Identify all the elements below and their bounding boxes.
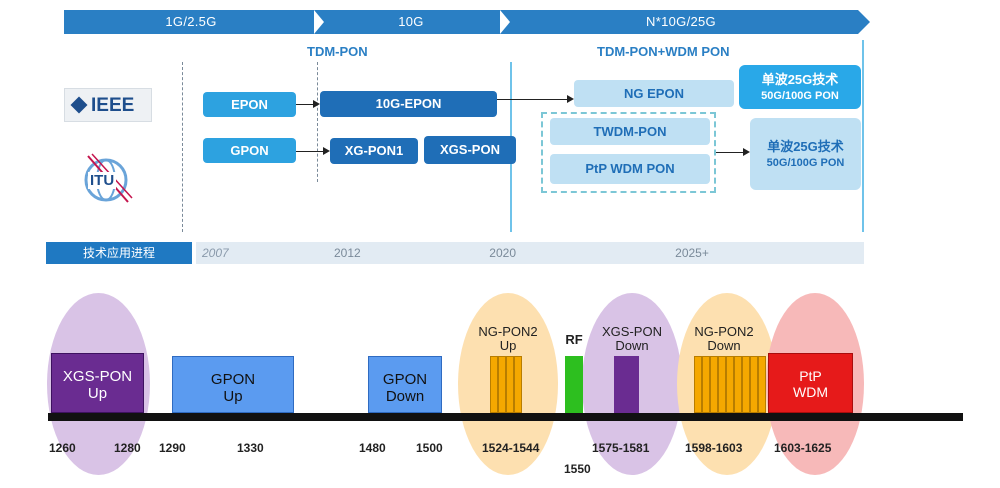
ngpon2-up-label: NG-PON2 Up — [466, 325, 550, 353]
25g-tech-box-ieee: 单波25G技术 50G/100G PON — [739, 65, 861, 109]
gen-n10g: N*10G/25G — [504, 10, 858, 34]
xgs-up-label-2: Up — [87, 385, 108, 402]
ptp-wdm-label-2: WDM — [793, 384, 828, 400]
tick-1280: 1280 — [114, 441, 141, 455]
ngpon2-down-label-2: Down — [707, 338, 741, 353]
separator-solid-2 — [862, 40, 864, 232]
25g-tech-sub: 50G/100G PON — [761, 90, 839, 102]
tick-1500: 1500 — [416, 441, 443, 455]
xgs-down-label: XGS-PON Down — [590, 325, 674, 353]
xgs-up-label-1: XGS-PON — [62, 368, 133, 385]
ngpon2-down-lane — [734, 356, 742, 413]
timeline-label: 技术应用进程 — [46, 242, 192, 264]
gen-arrow-tip — [858, 10, 870, 34]
tick-1575-1581: 1575-1581 — [592, 441, 650, 455]
xgs-down-label-1: XGS-PON — [602, 324, 662, 339]
rf-label: RF — [565, 332, 583, 347]
ieee-text: IEEE — [91, 95, 135, 116]
itu-text: ITU — [88, 172, 117, 189]
ngpon2-up-lane — [498, 356, 506, 413]
ng-epon-box: NG EPON — [574, 80, 734, 107]
ngpon2-down-lane — [710, 356, 718, 413]
timeline-2020: 2020 — [489, 246, 516, 260]
separator-dashed-1 — [182, 62, 183, 232]
timeline-2007: 2007 — [196, 242, 328, 264]
gpon-box: GPON — [203, 138, 296, 163]
ieee-diamond-icon — [70, 96, 88, 114]
xg-pon1-box: XG-PON1 — [330, 138, 418, 164]
xgs-pon-down-band — [614, 356, 639, 413]
gen-1g: 1G/2.5G — [64, 10, 318, 34]
25g-tech-title-2: 单波25G技术 — [767, 139, 844, 154]
separator-dashed-2 — [317, 62, 318, 182]
epon-box: EPON — [203, 92, 296, 117]
arrow-10g-to-ng — [497, 99, 568, 100]
arrow-head-icon — [313, 100, 320, 108]
tick-1260: 1260 — [49, 441, 76, 455]
ngpon2-up-lane — [490, 356, 498, 413]
tick-1330: 1330 — [237, 441, 264, 455]
arrow-epon-to-10g — [296, 104, 314, 105]
ngpon2-up-lane — [506, 356, 514, 413]
ngpon2-down-label-1: NG-PON2 — [694, 324, 754, 339]
gpon-up-band: GPON Up — [172, 356, 294, 413]
arrow-wdm-to-25g — [716, 152, 744, 153]
ngpon2-down-lane — [718, 356, 726, 413]
spectrum-baseline — [48, 413, 963, 421]
timeline-2025: 2025+ — [520, 242, 864, 264]
tick-1290: 1290 — [159, 441, 186, 455]
ngpon2-down-lane — [742, 356, 750, 413]
ngpon2-down-lane — [726, 356, 734, 413]
xgs-pon-up-band: XGS-PON Up — [51, 353, 144, 413]
arrow-head-icon — [323, 147, 330, 155]
wdm-group-frame — [541, 112, 716, 193]
ieee-logo: IEEE — [64, 88, 152, 122]
25g-tech-box-itu: 单波25G技术 50G/100G PON — [750, 118, 861, 190]
ptp-wdm-pon-box: PtP WDM PON — [550, 154, 710, 184]
tick-1550: 1550 — [564, 462, 591, 476]
gpon-down-band: GPON Down — [368, 356, 442, 413]
gen-10g: 10G — [318, 10, 504, 34]
25g-tech-sub-2: 50G/100G PON — [766, 157, 845, 169]
gen-separator-2 — [500, 10, 510, 34]
arrow-head-icon — [743, 148, 750, 156]
ngpon2-down-lane — [750, 356, 758, 413]
tick-1480: 1480 — [359, 441, 386, 455]
gen-separator-1 — [314, 10, 324, 34]
gpon-up-label-2: Up — [223, 388, 243, 405]
header-tdm-wdm-pon: TDM-PON+WDM PON — [597, 44, 730, 59]
25g-tech-title: 单波25G技术 — [761, 72, 839, 87]
tick-1598-1603: 1598-1603 — [685, 441, 743, 455]
ptp-wdm-label-1: PtP — [799, 368, 822, 384]
tick-1524-1544: 1524-1544 — [482, 441, 540, 455]
itu-logo: ITU — [78, 150, 138, 206]
xgs-pon-box: XGS-PON — [424, 136, 516, 164]
ngpon2-up-label-2: Up — [499, 338, 517, 353]
xgs-down-label-2: Down — [615, 338, 649, 353]
ngpon2-up-lane — [514, 356, 522, 413]
gpon-up-label-1: GPON — [210, 371, 256, 388]
ptp-wdm-band: PtP WDM — [768, 353, 853, 413]
tick-1603-1625: 1603-1625 — [774, 441, 832, 455]
gpon-down-label-1: GPON — [382, 371, 428, 388]
gpon-down-label-2: Down — [385, 388, 425, 405]
rf-band — [565, 356, 583, 413]
ngpon2-up-label-1: NG-PON2 — [478, 324, 538, 339]
10g-epon-box: 10G-EPON — [320, 91, 497, 117]
ngpon2-down-lane — [694, 356, 702, 413]
ngpon2-down-label: NG-PON2 Down — [682, 325, 766, 353]
arrow-head-icon — [567, 95, 574, 103]
ngpon2-down-lane — [702, 356, 710, 413]
ngpon2-down-lane — [758, 356, 766, 413]
header-tdm-pon: TDM-PON — [307, 44, 368, 59]
arrow-gpon-to-xg — [296, 151, 324, 152]
timeline-2012: 2012 — [326, 242, 524, 264]
twdm-pon-box: TWDM-PON — [550, 118, 710, 145]
